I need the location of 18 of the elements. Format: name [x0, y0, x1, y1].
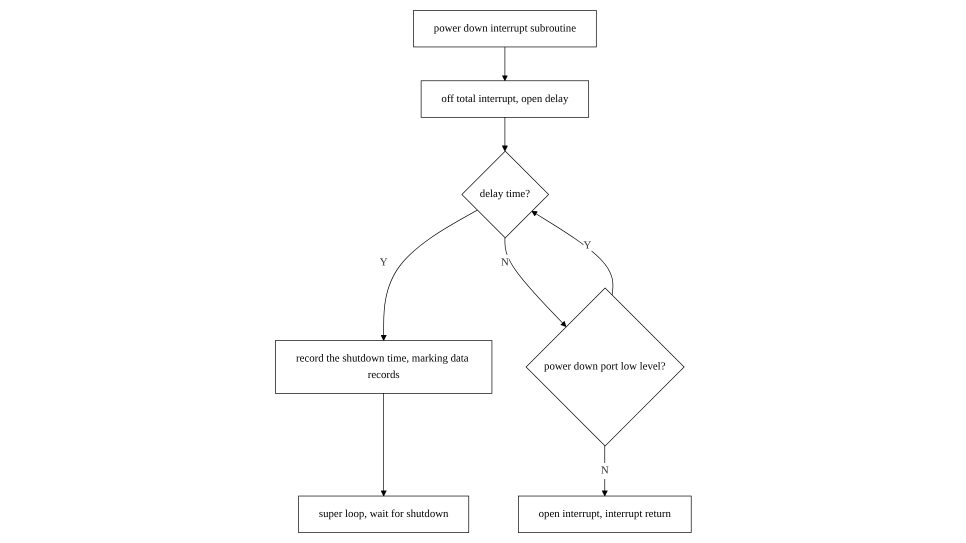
arrow: [531, 210, 613, 296]
node-diamond: delay time?: [461, 150, 549, 238]
node-box: off total interrupt, open delay: [420, 80, 589, 118]
arrow: [380, 210, 478, 341]
node-box: super loop, wait for shutdown: [298, 496, 469, 533]
edge-label: Y: [583, 239, 592, 251]
node-diamond: power down port low level?: [525, 287, 684, 446]
node-box: record the shutdown time, marking data records: [274, 340, 492, 394]
arrow: [502, 46, 508, 82]
node-box: open interrupt, interrupt return: [518, 496, 692, 533]
edge-label: N: [600, 464, 608, 476]
arrow: [502, 116, 508, 152]
node-box: power down interrupt subroutine: [412, 10, 596, 48]
arrow: [380, 393, 386, 496]
arrow: [601, 446, 608, 496]
edge-label: Y: [379, 256, 388, 268]
arrow: [504, 238, 566, 327]
edge-label: N: [500, 256, 508, 268]
